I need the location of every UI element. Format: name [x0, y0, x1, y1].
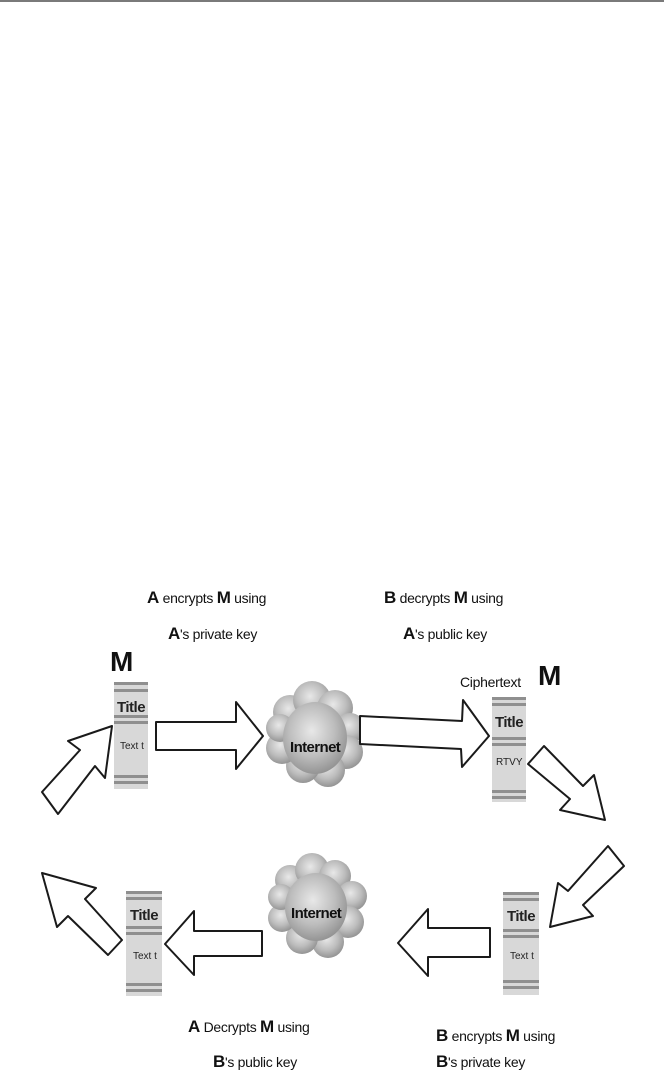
- internet-cloud-top: Internet: [266, 681, 365, 787]
- arrow-right-icon: [359, 699, 490, 768]
- arrow-down-left-icon: [549, 845, 625, 928]
- ciphertext-label: Ciphertext: [460, 674, 521, 690]
- message-label: M: [110, 646, 134, 677]
- arrow-down-right-icon: [527, 745, 606, 821]
- caption-bottom-left-line2: B's public key: [213, 1052, 297, 1071]
- top-rule: [0, 0, 664, 2]
- message-label: M: [538, 660, 562, 691]
- arrow-left-icon: [397, 908, 491, 977]
- caption-bottom-left-line1: A Decrypts M using: [188, 1017, 310, 1036]
- document-bottom-left: Title Text t: [126, 891, 162, 996]
- caption-top-left-line2: A's private key: [168, 624, 258, 643]
- document-text: Text t: [120, 741, 144, 752]
- cloud-label: Internet: [290, 739, 341, 756]
- internet-cloud-bottom: Internet: [268, 853, 367, 958]
- arrow-up-left-icon: [41, 872, 123, 956]
- caption-top-left-line1: A encrypts M using: [147, 588, 267, 607]
- document-title: Title: [495, 714, 523, 731]
- document-bottom-right: Title Text t: [503, 892, 539, 995]
- cloud-label: Internet: [291, 905, 342, 922]
- document-title: Title: [507, 908, 535, 925]
- document-title: Title: [130, 907, 158, 924]
- document-text: RTVY: [496, 757, 523, 768]
- caption-bottom-right-line2: B's private key: [436, 1052, 526, 1071]
- arrow-right-icon: [155, 701, 264, 770]
- arrow-left-icon: [164, 910, 263, 976]
- document-top-right: Title RTVY: [492, 697, 526, 802]
- caption-top-right-line1: B decrypts M using: [384, 588, 504, 607]
- document-top-left: Title Text t: [114, 682, 148, 789]
- caption-top-right-line2: A's public key: [403, 624, 487, 643]
- caption-bottom-right-line1: B encrypts M using: [436, 1026, 556, 1045]
- document-title: Title: [117, 699, 145, 716]
- arrow-up-right-icon: [41, 725, 113, 815]
- document-text: Text t: [510, 951, 534, 962]
- document-text: Text t: [133, 951, 157, 962]
